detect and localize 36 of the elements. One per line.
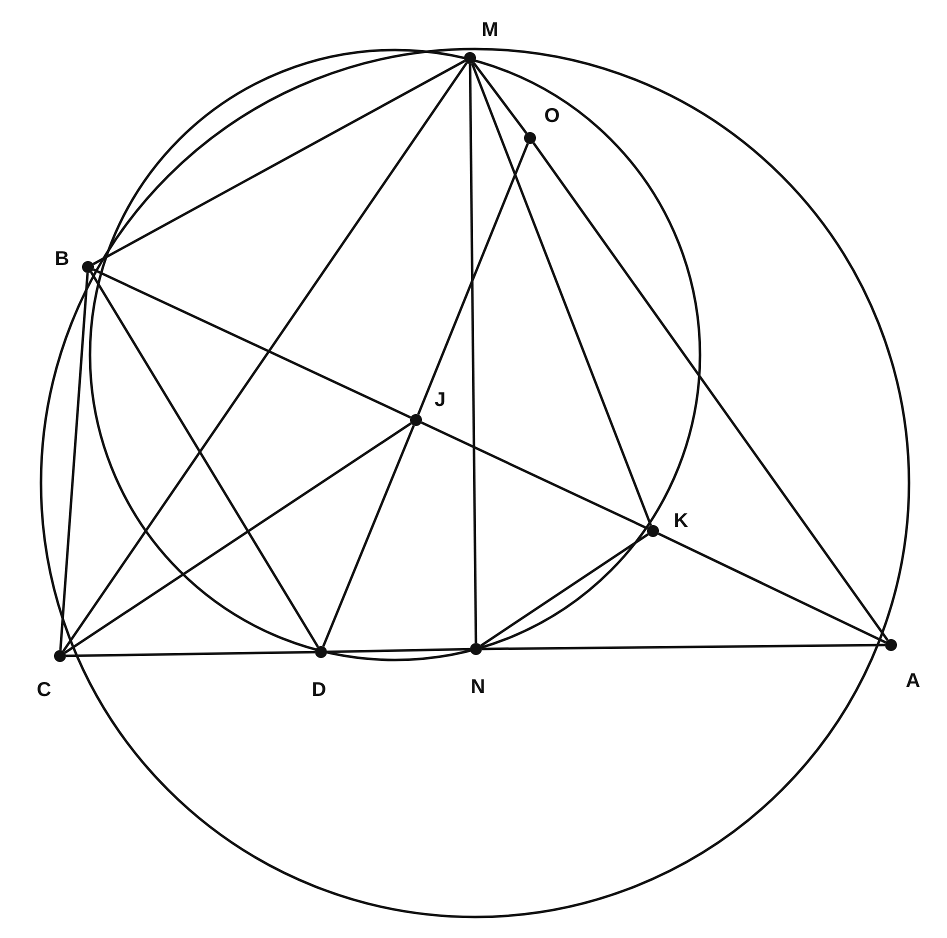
line-segment bbox=[420, 421, 648, 530]
point-marker bbox=[315, 646, 327, 658]
line-segment bbox=[468, 64, 478, 644]
point-label: B bbox=[54, 249, 70, 269]
line-segment bbox=[59, 272, 89, 650]
point-marker bbox=[464, 52, 476, 64]
line-segment bbox=[64, 422, 412, 654]
line-segment bbox=[472, 62, 528, 134]
point-label: D bbox=[312, 680, 326, 700]
point-marker bbox=[410, 414, 422, 426]
point-marker bbox=[524, 132, 536, 144]
point-marker bbox=[82, 261, 94, 273]
point-label: N bbox=[470, 677, 486, 697]
line-segment bbox=[658, 532, 886, 644]
point-label: J bbox=[434, 390, 446, 410]
point-label: O bbox=[544, 106, 560, 126]
line-segment bbox=[326, 648, 470, 654]
line-segment bbox=[532, 142, 889, 641]
line-segment bbox=[92, 60, 466, 266]
line-segment bbox=[480, 533, 649, 647]
point-marker bbox=[885, 639, 897, 651]
line-segment bbox=[482, 644, 886, 650]
line-segment bbox=[92, 268, 412, 419]
point-label: A bbox=[906, 671, 920, 691]
line-segment bbox=[90, 271, 319, 648]
line-segment bbox=[322, 425, 415, 647]
line-segment bbox=[417, 143, 529, 415]
line-segment bbox=[62, 62, 468, 652]
line-segment bbox=[471, 63, 652, 526]
point-label: C bbox=[36, 680, 52, 700]
point-label: M bbox=[482, 20, 498, 40]
line-segment bbox=[66, 650, 316, 658]
point-marker bbox=[647, 525, 659, 537]
point-marker bbox=[470, 643, 482, 655]
point-label: K bbox=[674, 511, 688, 531]
point-marker bbox=[54, 650, 66, 662]
